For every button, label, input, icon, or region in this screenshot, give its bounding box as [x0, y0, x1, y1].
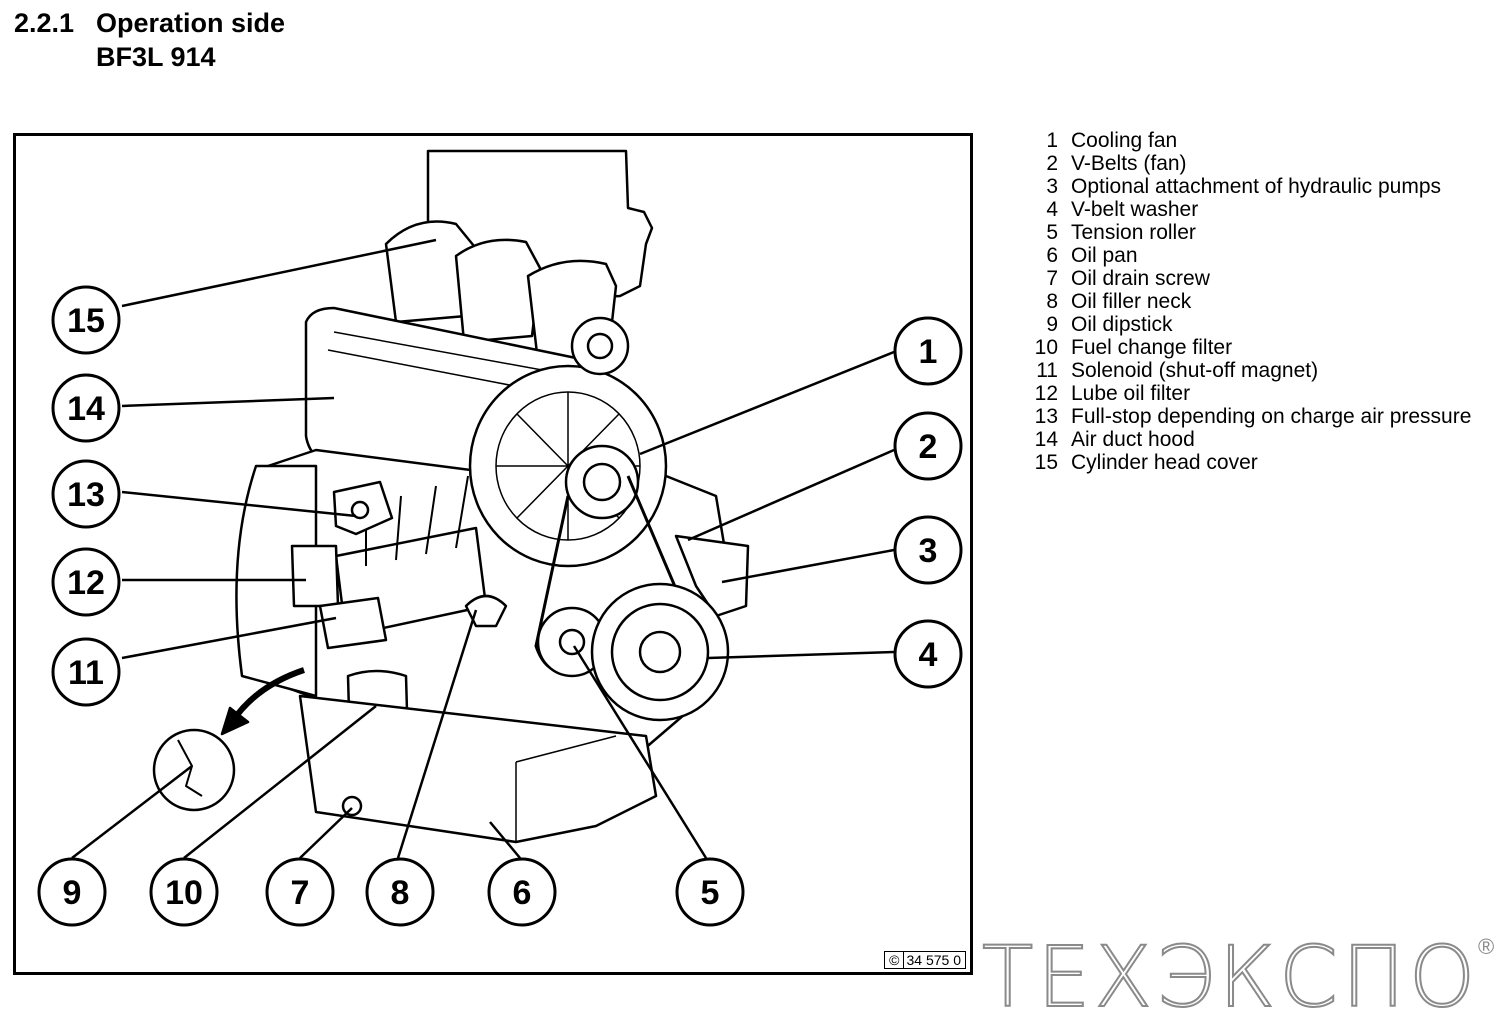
- callout-13-circle: [51, 459, 121, 529]
- lube-oil-filter: [290, 544, 340, 608]
- leader-lines: [71, 238, 895, 859]
- hydraulic-pump-flange: [674, 534, 750, 618]
- callout-4-circle: [893, 619, 963, 689]
- callout-6-circle: [487, 857, 557, 927]
- callout-9-circle: [37, 857, 107, 927]
- dipstick-detail-inset: [152, 728, 236, 812]
- drawing-number: 34 575 0: [906, 952, 962, 968]
- callout-14-circle: [51, 373, 121, 443]
- callout-8: 8: [391, 874, 410, 912]
- callout-10-circle: [149, 857, 219, 927]
- callout-3: 3: [919, 532, 938, 570]
- callout-13: 13: [67, 476, 105, 514]
- callout-10: 10: [165, 874, 203, 912]
- callout-2-circle: [893, 411, 963, 481]
- callout-15: 15: [67, 302, 105, 340]
- callout-8-circle: [365, 857, 435, 927]
- oil-filler-neck: [464, 594, 508, 628]
- callout-4: 4: [919, 636, 938, 674]
- registered-mark: ®: [1478, 934, 1495, 959]
- fan-pulley: [564, 444, 640, 520]
- callout-5-circle: [675, 857, 745, 927]
- callout-15-circle: [51, 285, 121, 355]
- callout-2: 2: [919, 428, 938, 466]
- oil-filler-cap: [570, 316, 630, 376]
- callout-14: 14: [67, 390, 105, 428]
- solenoid: [318, 596, 388, 650]
- engine-illustration-frame: 15 14 13 12 11 1 2 3 4 9 10 7 8 6 5 ©34 …: [13, 133, 973, 975]
- callout-6: 6: [513, 874, 532, 912]
- callout-5: 5: [701, 874, 720, 912]
- full-stop-device: [332, 480, 394, 536]
- callout-12: 12: [67, 564, 105, 602]
- callout-1: 1: [919, 333, 938, 371]
- callout-3-circle: [893, 515, 963, 585]
- copyright-symbol: ©: [889, 952, 904, 968]
- watermark-logo: ТЕХЭКСПО: [981, 928, 1480, 1026]
- section-title: Operation side: [96, 8, 286, 38]
- callout-11-circle: [51, 637, 121, 707]
- callout-1-circle: [893, 316, 963, 386]
- callout-7: 7: [291, 874, 310, 912]
- section-number: 2.2.1: [14, 8, 75, 38]
- drawing-copyright-box: ©34 575 0: [884, 951, 966, 969]
- engine-drawing: 15 14 13 12 11 1 2 3 4 9 10 7 8 6 5: [37, 149, 963, 927]
- callout-7-circle: [265, 857, 335, 927]
- callout-9: 9: [63, 874, 82, 912]
- oil-drain-screw: [341, 795, 363, 817]
- callout-11: 11: [68, 654, 104, 692]
- cylinder-head-cover-2: [454, 238, 542, 344]
- callout-12-circle: [51, 547, 121, 617]
- engine-model: BF3L 914: [96, 42, 216, 72]
- oil-pan: [298, 694, 658, 844]
- section-heading: 2.2.1 Operation side BF3L 914: [14, 6, 285, 74]
